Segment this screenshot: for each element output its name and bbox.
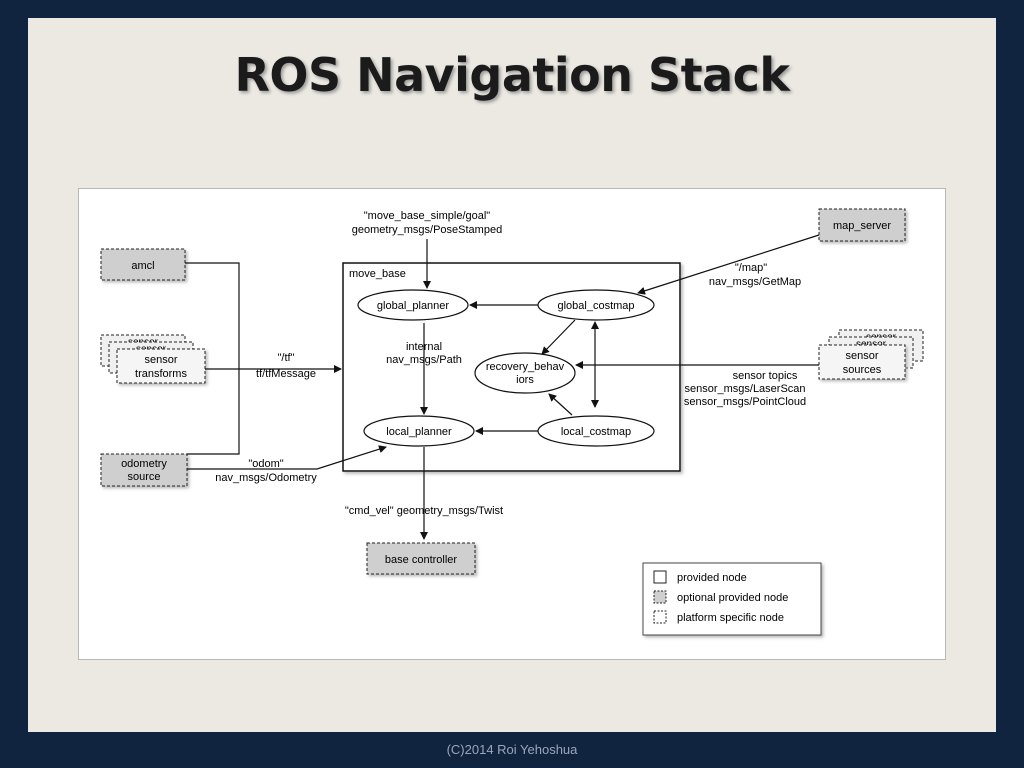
recovery-behaviors-label-line1: recovery_behav [486,361,565,373]
global-costmap-label: global_costmap [557,300,634,312]
sensor-sources-label-line1: sensor [845,350,878,362]
odom-arrow [187,445,387,470]
internal-label-line2: nav_msgs/Path [386,354,462,366]
goal-msg-label: geometry_msgs/PoseStamped [352,224,502,236]
tf-msg-label: tf/tfMessage [256,368,316,380]
legend-optional-label: optional provided node [677,592,788,604]
slide-footer: (C)2014 Roi Yehoshua [446,742,578,757]
map-msg-label: nav_msgs/GetMap [709,276,801,288]
global-planner-node [357,289,469,321]
odom-topic-label: "odom" [248,458,283,470]
base-controller-node [366,542,476,575]
legend-provided-label: provided node [677,572,747,584]
local-planner-label: local_planner [386,426,452,438]
recovery-behaviors-node [474,352,576,394]
local-costmap-label: local_costmap [561,426,631,438]
global-planner-label: global_planner [377,300,450,312]
odometry-source-label-line1: odometry [121,458,167,470]
base-controller-label: base controller [385,554,457,566]
sensor-transforms-node [116,348,206,384]
legend-platform-swatch [653,610,667,624]
map-arrow [637,234,820,295]
sensor-transforms-label-line2: transforms [135,368,187,380]
internal-label-line1: internal [406,341,442,353]
odometry-source-node [100,453,188,487]
tf-topic-label: "/tf" [278,352,295,364]
map-topic-label: "/map" [735,262,767,274]
sensor-topics-label-line3: sensor_msgs/PointCloud [684,396,806,408]
sensor-topics-label-line1: sensor topics [733,370,798,382]
sensor-transforms-label-line1: sensor [144,354,177,366]
cmd-vel-label: "cmd_vel" geometry_msgs/Twist [345,505,503,517]
legend-provided-swatch [653,570,667,584]
odometry-tf-line [187,451,240,455]
move-base-label: move_base [349,268,406,280]
amcl-tf-line [185,262,240,451]
diagram-panel: move_base global_planner global_costmap … [78,188,946,660]
recovery-behaviors-label-line2: iors [516,374,534,386]
local-planner-node [363,415,475,447]
legend-box [642,562,822,636]
goal-topic-label: "move_base_simple/goal" [364,210,491,222]
map-server-node [818,208,906,242]
legend-platform-label: platform specific node [677,612,784,624]
amcl-node [100,248,186,281]
navigation-diagram: move_base global_planner global_costmap … [100,208,924,636]
sensor-sources-label-line2: sources [843,364,882,376]
map-server-label: map_server [833,220,891,232]
global-costmap-to-recovery-arrow [541,319,576,355]
local-costmap-to-recovery-arrow [548,393,573,416]
slide-title: ROS Navigation Stack [234,48,790,102]
amcl-label: amcl [131,260,154,272]
odometry-source-label-line2: source [127,471,160,483]
sensor-topics-label-line2: sensor_msgs/LaserScan [684,383,805,395]
odom-msg-label: nav_msgs/Odometry [215,472,317,484]
legend-optional-swatch [653,590,667,604]
sensor-sources-node [818,344,906,380]
